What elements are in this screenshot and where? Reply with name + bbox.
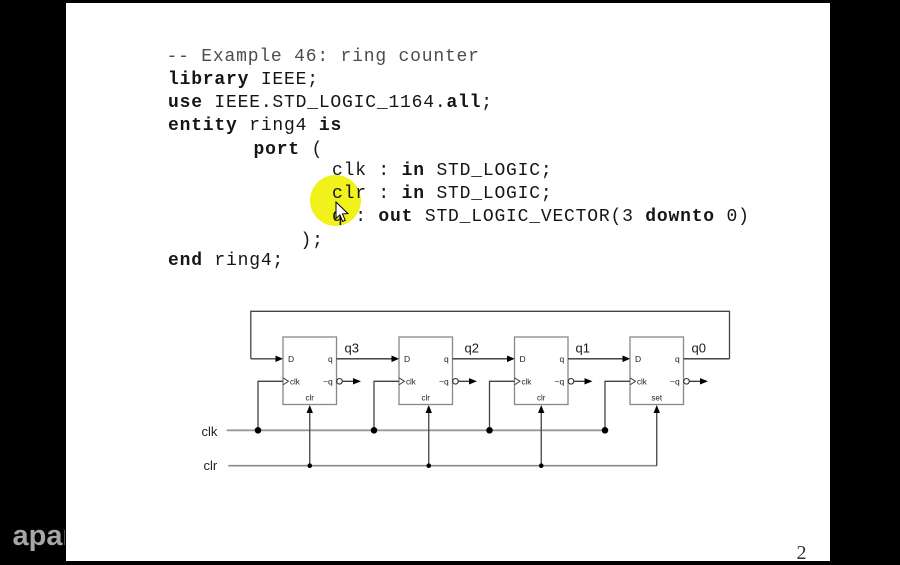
- svg-text:q: q: [444, 354, 449, 364]
- svg-text:q: q: [675, 354, 680, 364]
- svg-text:clk: clk: [637, 377, 648, 386]
- svg-text:q: q: [328, 354, 333, 364]
- svg-text:q3: q3: [345, 341, 359, 356]
- svg-text:D: D: [404, 354, 410, 364]
- svg-text:clr: clr: [204, 458, 218, 473]
- svg-text:D: D: [635, 354, 641, 364]
- svg-text:clk: clk: [290, 377, 301, 386]
- svg-text:~q: ~q: [323, 377, 333, 387]
- svg-text:set: set: [651, 394, 662, 403]
- svg-text:~q: ~q: [555, 377, 565, 387]
- svg-text:clk: clk: [522, 377, 533, 386]
- svg-text:q2: q2: [465, 341, 479, 356]
- svg-text:clk: clk: [406, 377, 417, 386]
- svg-text:q0: q0: [692, 341, 706, 356]
- svg-text:~q: ~q: [439, 377, 449, 387]
- svg-text:D: D: [288, 354, 294, 364]
- svg-text:clr: clr: [306, 394, 315, 403]
- svg-text:clr: clr: [422, 394, 431, 403]
- svg-text:clk: clk: [202, 424, 218, 439]
- svg-text:D: D: [520, 354, 526, 364]
- svg-text:q1: q1: [576, 341, 590, 356]
- svg-text:q: q: [560, 354, 565, 364]
- svg-text:clr: clr: [537, 394, 546, 403]
- svg-text:~q: ~q: [670, 377, 680, 387]
